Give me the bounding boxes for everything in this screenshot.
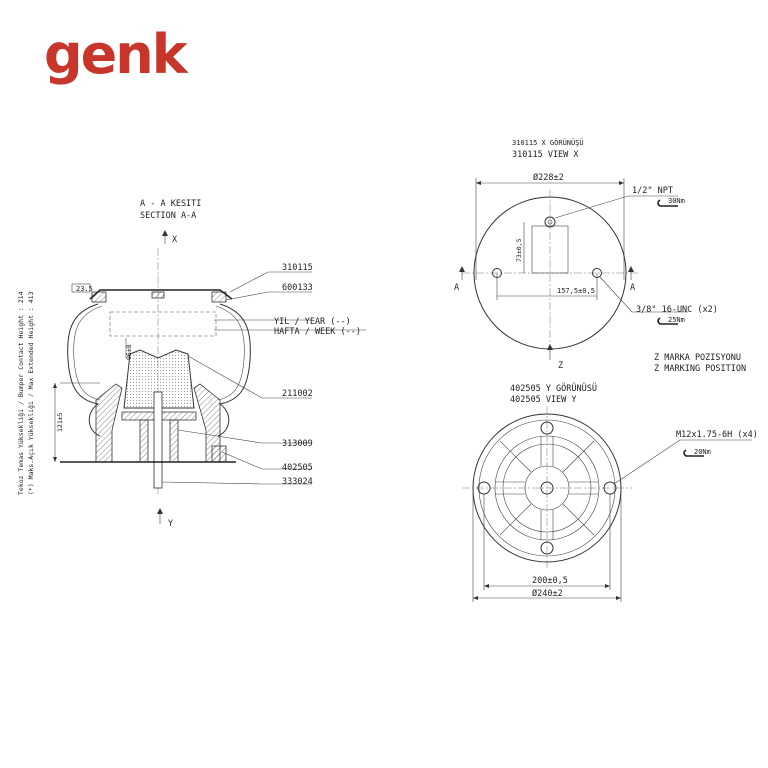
brand-logo: genk [44,23,188,86]
bellows-right-outer [217,303,251,437]
bolt-label: M12x1.75-6H (x4) [676,430,758,440]
dim-dia-arrow-right [619,181,624,185]
wrench-icon [657,199,678,207]
stud-label: 3/8" 16-UNC (x2) [636,305,718,315]
wrench-icon-stud [657,317,678,325]
axis-y-arrowhead [157,508,163,514]
dim-240-value: Ø240±2 [532,588,563,599]
dim-200-value: 200±0,5 [532,576,568,586]
axis-z-arrowhead [547,344,553,350]
view-y-title-en: 402505 VIEW Y [510,395,577,405]
dim-left-arrow-top [53,383,57,388]
air-port-inner [547,219,553,225]
view-x: 310115 X GÖRÜNÜŞÜ 310115 VIEW X Ø228±2 7… [454,138,718,371]
marking-line-tr: Z MARKA POZISYONU [654,353,741,363]
callout-333024: 333024 [282,477,313,487]
leader-211002 [187,355,312,399]
tag-value: 23.5 [76,285,93,293]
piston-left-wall [95,383,123,463]
piston-rib-left [139,419,149,463]
bellows-right-inner [215,305,245,401]
view-y-title-tr: 402505 Y GÖRÜNÜSÜ [510,383,597,394]
dim-left-arrow-bottom [53,457,57,462]
top-crimp-left [91,291,107,303]
section-title-en: SECTION A-A [140,211,196,221]
callout-year: YIL / YEAR (--) [274,317,351,327]
view-x-title-en: 310115 VIEW X [512,150,579,160]
dim-dia-arrow-left [476,181,481,185]
piston-ribs [495,436,599,540]
dim-200-arrow-left [484,584,489,588]
callout-310115: 310115 [282,263,313,273]
air-port [544,216,556,228]
tag-box [71,283,91,293]
dim-73-value: 73±0,5 [515,238,523,262]
leader-m12 [613,439,752,485]
bellows-left-outer [67,303,101,437]
marking-area [109,311,217,337]
leader-313009 [177,429,312,444]
section-marker-left-arrow [459,266,465,272]
view-x-title-tr: 310115 X GÖRÜNÜŞÜ [512,138,584,147]
top-crimp-right [211,291,227,303]
dim-240-arrow-left [473,596,478,600]
leader-unc [599,276,688,313]
dim-240-arrow-right [616,596,621,600]
section-view: A - A KESITI SECTION A-A X 23.5 [17,199,366,529]
callout-313009: 313009 [282,439,313,449]
top-port [151,291,165,299]
callout-211002: 211002 [282,389,313,399]
callout-week: HAFTA / WEEK (--) [274,327,361,337]
air-channel [531,225,569,274]
dim-dia-value: Ø228±2 [533,172,564,183]
port-torque: 30Nm [668,197,685,205]
axis-y-label: Y [168,519,173,529]
bolt-hole-top [540,421,554,435]
rubber-bumper [123,349,195,409]
piston-bolt-boss [211,445,227,463]
note-bumper-height: Tekoz Temas Yüksekliği / Bumper Contact … [17,291,25,495]
section-title-tr: A - A KESITI [140,199,201,209]
piston-rib-right [169,419,179,463]
leader-333024 [161,481,312,485]
leader-npt [554,195,678,219]
center-stud [153,391,163,489]
dim-left-value: 121±5 [56,412,64,432]
view-y: 402505 Y GÖRÜNÜSÜ 402505 VIEW Y M12x1.75… [462,383,758,602]
dim-157-value: 157,5±0,5 [557,287,595,295]
wrench-icon-bolt [683,449,704,457]
bolt-torque: 20Nm [694,448,711,456]
port-label: 1/2" NPT [632,186,673,196]
leader-310115 [229,271,312,293]
axis-x-label: X [172,235,178,245]
bellows-left-inner [73,305,103,401]
marking-line-en: Z MARKING POSITION [654,364,746,374]
callout-402505: 402505 [282,463,313,473]
bolt-hole-bottom [540,541,554,555]
section-marker-right: A [630,283,635,293]
section-marker-right-arrow [628,266,634,272]
leader-600133 [225,291,312,301]
stud-torque: 25Nm [668,316,685,324]
axis-x-arrowhead [162,230,168,236]
dim-inner-value: 96±8 [125,344,133,360]
leader-402505 [221,451,312,470]
callout-600133: 600133 [282,283,313,293]
note-max-height: (*) Maks.Açık Yüksekliği / Max Extended … [27,291,35,495]
section-marker-left: A [454,283,459,293]
dim-200-arrow-right [605,584,610,588]
axis-z-label: Z [558,361,563,371]
